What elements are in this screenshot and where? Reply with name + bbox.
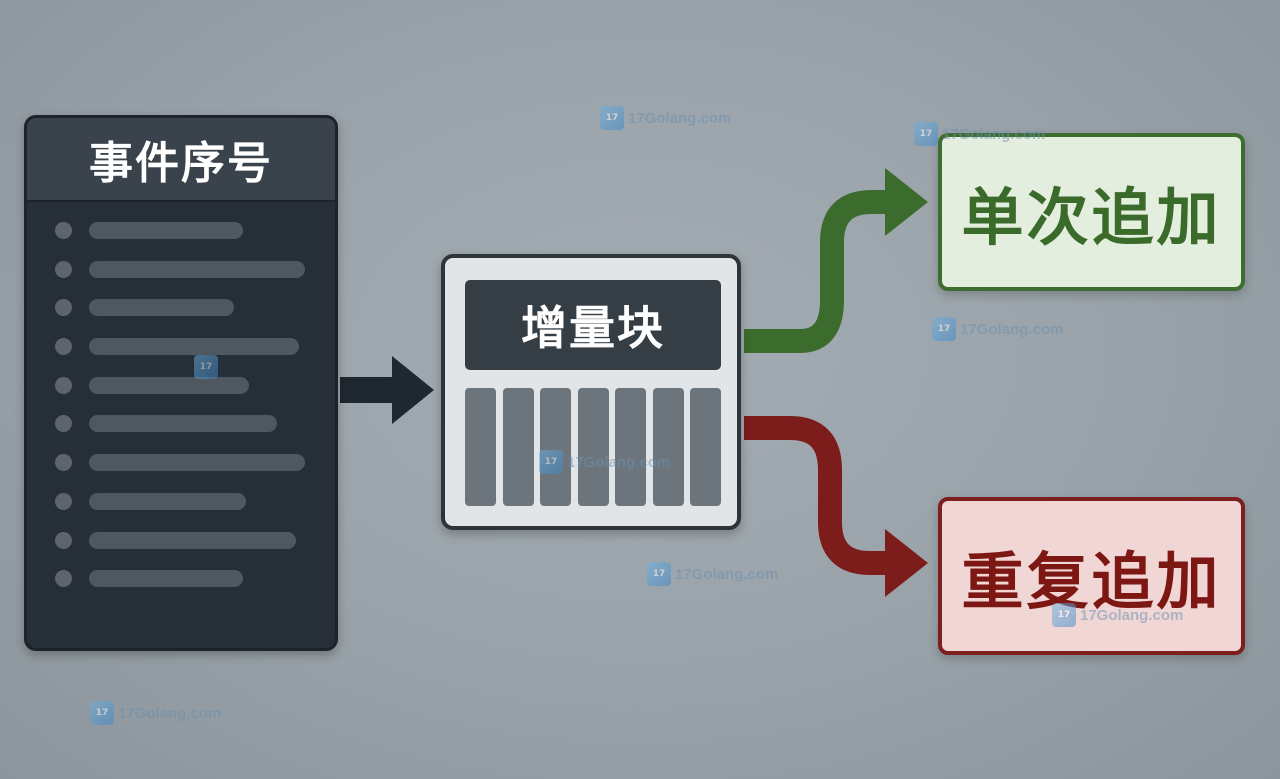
watermark-text: 17Golang.com — [675, 565, 779, 583]
watermark: 17 17Golang.com — [600, 106, 731, 130]
watermark: 17 17Golang.com — [932, 317, 1063, 341]
increment-block: 增量块 — [441, 254, 741, 530]
increment-column — [465, 388, 496, 506]
increment-column — [577, 388, 609, 506]
watermark: 17 17Golang.com — [914, 122, 1045, 146]
watermark-text: 17Golang.com — [960, 320, 1064, 338]
event-placeholder-bar — [89, 570, 243, 588]
event-sequence-panel: 事件序号 — [24, 115, 338, 651]
single-append-box: 单次追加 — [938, 133, 1245, 291]
arrow-head-dark — [392, 356, 434, 424]
increment-block-header: 增量块 — [465, 280, 721, 370]
bullet-dot-icon — [55, 299, 72, 317]
bullet-dot-icon — [55, 222, 72, 239]
increment-column — [615, 388, 646, 506]
event-placeholder-bar — [89, 531, 296, 549]
bullet-dot-icon — [55, 454, 72, 472]
bullet-dot-icon — [55, 260, 72, 278]
watermark: 17 17Golang.com — [90, 701, 221, 725]
event-sequence-row — [27, 520, 335, 559]
increment-column — [652, 388, 684, 506]
event-placeholder-bar — [89, 299, 234, 317]
event-placeholder-bar — [89, 222, 243, 239]
watermark-logo-icon: 17 — [90, 701, 114, 725]
increment-column — [690, 388, 721, 506]
arrow-head-green — [885, 168, 928, 236]
event-placeholder-bar — [89, 338, 299, 356]
watermark-text: 17Golang.com — [942, 125, 1046, 143]
watermark-text: 17Golang.com — [567, 453, 671, 471]
event-sequence-row — [27, 210, 335, 249]
event-sequence-row — [27, 442, 335, 481]
increment-column — [540, 388, 571, 506]
event-sequence-row — [27, 326, 335, 365]
repeat-append-label: 重复追加 — [961, 545, 1222, 618]
event-sequence-row — [27, 365, 335, 404]
watermark-text: 17Golang.com — [118, 704, 222, 722]
increment-column — [502, 388, 534, 506]
bullet-dot-icon — [55, 415, 72, 433]
watermark-logo-icon: 17 — [1052, 603, 1076, 627]
event-sequence-title: 事件序号 — [89, 138, 273, 189]
bullet-dot-icon — [55, 376, 72, 394]
event-sequence-row — [27, 481, 335, 520]
event-sequence-row — [27, 558, 335, 597]
watermark-text: 17Golang.com — [1080, 606, 1184, 624]
watermark: 17 17Golang.com — [1052, 603, 1183, 627]
event-sequence-row — [27, 249, 335, 288]
event-placeholder-bar — [89, 454, 305, 472]
bullet-dot-icon — [55, 570, 72, 588]
event-sequence-row — [27, 403, 335, 442]
watermark-logo-icon: 17 — [932, 317, 956, 341]
watermark-logo-icon: 17 — [539, 450, 563, 474]
watermark: 17 17Golang.com — [539, 450, 670, 474]
arrow-block-to-repeat — [744, 416, 890, 575]
bullet-dot-icon — [55, 531, 72, 549]
event-sequence-list — [27, 210, 335, 597]
watermark-text: 17Golang.com — [628, 109, 732, 127]
watermark: 17 17Golang.com — [647, 562, 778, 586]
single-append-label: 单次追加 — [961, 181, 1222, 254]
watermark-logo-icon: 17 — [647, 562, 671, 586]
event-sequence-row — [27, 287, 335, 326]
bullet-dot-icon — [55, 492, 72, 510]
event-placeholder-bar — [89, 492, 246, 510]
watermark-logo-icon: 17 — [194, 355, 218, 379]
event-placeholder-bar — [89, 415, 277, 433]
bullet-dot-icon — [55, 338, 72, 356]
arrow-block-to-single — [744, 190, 890, 353]
increment-block-columns — [465, 388, 721, 506]
watermark-logo-icon: 17 — [600, 106, 624, 130]
event-placeholder-bar — [89, 376, 249, 394]
event-sequence-header: 事件序号 — [27, 118, 335, 202]
increment-block-title: 增量块 — [521, 301, 665, 355]
watermark-logo-icon: 17 — [914, 122, 938, 146]
repeat-append-box: 重复追加 — [938, 497, 1245, 655]
watermark: 17 — [194, 355, 218, 379]
event-placeholder-bar — [89, 260, 305, 278]
arrow-head-red — [885, 529, 928, 597]
